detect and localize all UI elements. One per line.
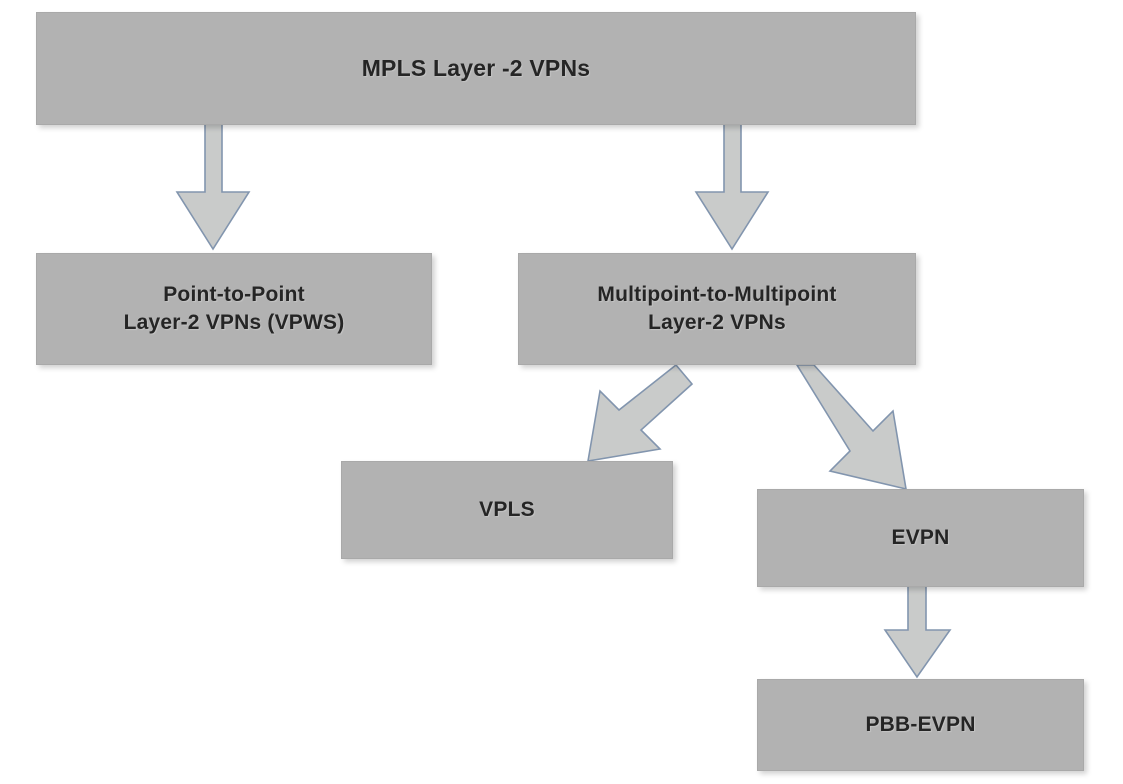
node-label: Multipoint-to-Multipoint Layer-2 VPNs — [597, 282, 837, 334]
node-pbb-evpn[interactable]: PBB-EVPN — [757, 679, 1084, 771]
arrow-root-to-point-to-point — [175, 121, 251, 251]
arrow-multipoint-to-vpls — [587, 363, 694, 462]
node-label: VPLS — [479, 497, 535, 521]
arrow-root-to-multipoint — [694, 121, 770, 251]
node-mpls-layer-2-vpns[interactable]: MPLS Layer -2 VPNs — [36, 12, 916, 125]
node-label: MPLS Layer -2 VPNs — [361, 54, 591, 81]
arrow-evpn-to-pbb-evpn — [883, 585, 952, 679]
node-vpls[interactable]: VPLS — [341, 461, 673, 559]
node-label: EVPN — [891, 525, 950, 549]
node-label: PBB-EVPN — [865, 712, 976, 736]
node-multipoint-to-multipoint-layer-2-vpns[interactable]: Multipoint-to-Multipoint Layer-2 VPNs — [518, 253, 916, 365]
node-label: Point-to-Point Layer-2 VPNs (VPWS) — [123, 282, 345, 334]
node-point-to-point-layer-2-vpns[interactable]: Point-to-Point Layer-2 VPNs (VPWS) — [36, 253, 432, 365]
arrow-multipoint-to-evpn — [795, 364, 907, 491]
node-evpn[interactable]: EVPN — [757, 489, 1084, 587]
